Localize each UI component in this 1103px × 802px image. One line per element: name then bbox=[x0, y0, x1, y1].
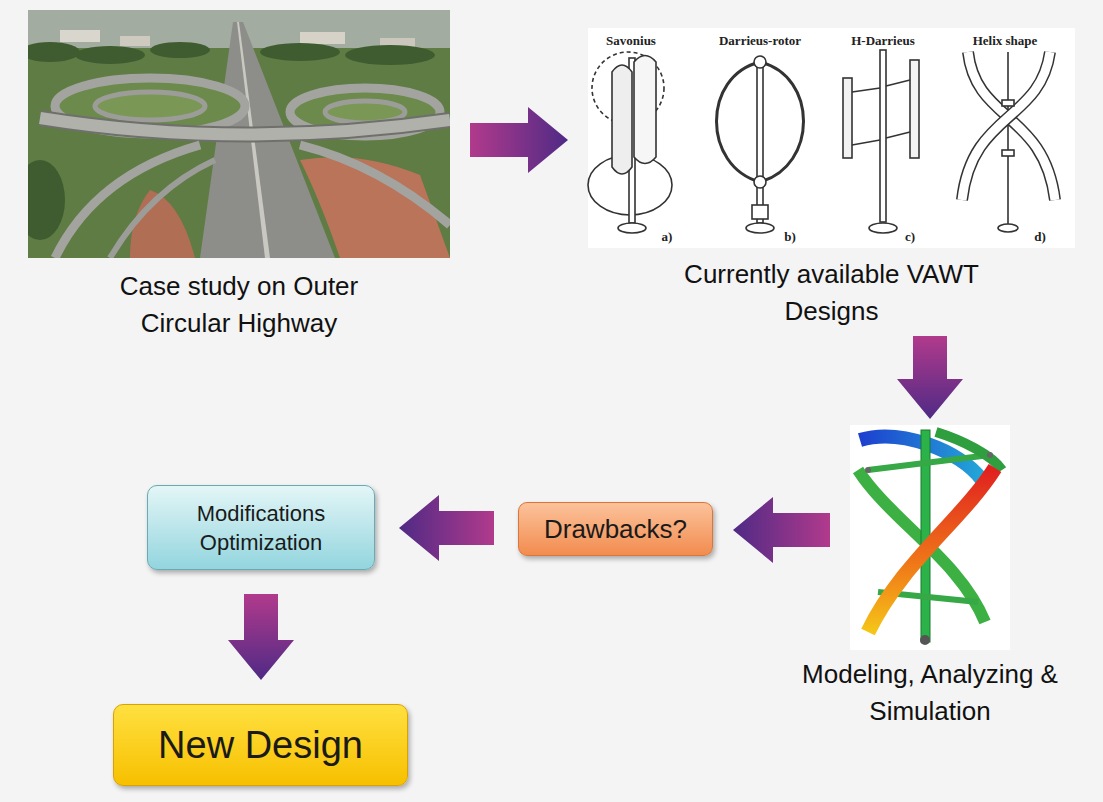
process-box: Drawbacks? bbox=[518, 502, 713, 556]
process-box: New Design bbox=[113, 704, 408, 786]
simulation-model bbox=[850, 425, 1010, 650]
image-panel: Modeling, Analyzing & Simulation bbox=[850, 425, 1010, 650]
block-arrow bbox=[399, 495, 494, 561]
design-label: Savonius bbox=[606, 33, 656, 49]
design-label: Darrieus-rotor bbox=[719, 33, 801, 49]
design-label: H-Darrieus bbox=[851, 33, 915, 49]
process-box: Modifications Optimization bbox=[147, 485, 375, 570]
block-arrow bbox=[733, 497, 830, 563]
image-area bbox=[28, 10, 450, 258]
design-label: Helix shape bbox=[973, 33, 1038, 49]
caption: Case study on Outer Circular Highway bbox=[28, 268, 450, 342]
image-panel: Case study on Outer Circular Highway bbox=[28, 10, 450, 342]
highway-photo bbox=[28, 10, 450, 258]
design-label: d) bbox=[1034, 229, 1046, 245]
vawt-drawings bbox=[588, 28, 1075, 248]
box-label: Drawbacks? bbox=[544, 512, 687, 546]
box-label: New Design bbox=[158, 721, 363, 770]
caption: Currently available VAWT Designs bbox=[652, 256, 1012, 330]
image-panel: Currently available VAWT Designs bbox=[588, 28, 1075, 330]
box-label: Modifications Optimization bbox=[162, 499, 360, 557]
design-label: b) bbox=[784, 229, 796, 245]
block-arrow bbox=[470, 107, 568, 173]
design-label: c) bbox=[905, 229, 915, 245]
block-arrow bbox=[228, 594, 294, 680]
block-arrow bbox=[897, 336, 963, 419]
image-area bbox=[588, 28, 1075, 248]
design-label: a) bbox=[662, 229, 673, 245]
caption: Modeling, Analyzing & Simulation bbox=[770, 656, 1090, 730]
